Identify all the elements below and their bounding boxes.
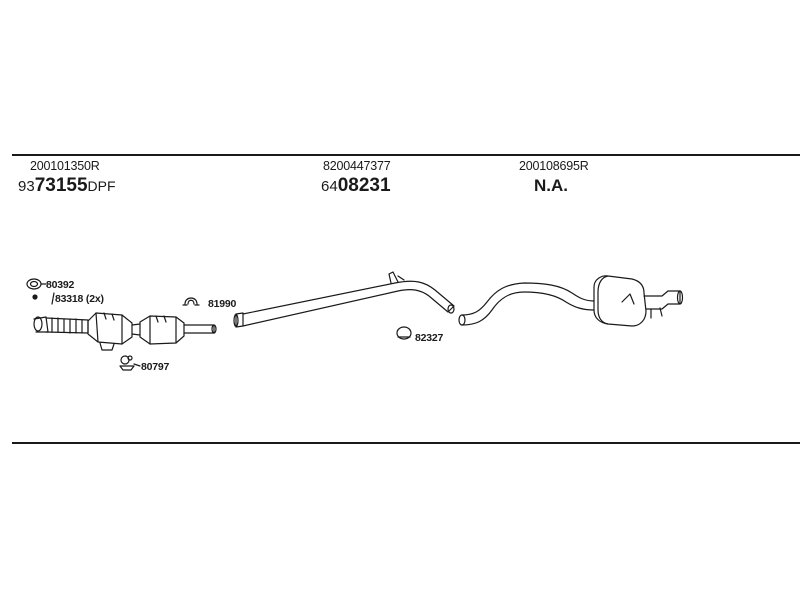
part-suffix-1: DPF xyxy=(87,178,116,194)
top-divider xyxy=(12,154,800,156)
oem-number-2: 8200447377 xyxy=(323,159,391,173)
clamp-icon-front xyxy=(182,297,200,306)
clamp-icon-mid xyxy=(396,326,412,340)
rear-pipe-silencer xyxy=(458,275,684,327)
callout-clamp-mid: 82327 xyxy=(415,332,444,344)
part-number-2: 6408231 xyxy=(321,176,391,197)
gasket-icon xyxy=(26,278,47,290)
part-prefix-1: 93 xyxy=(18,178,35,195)
oem-number-3: 200108695R xyxy=(519,159,589,173)
part-main-2: 08231 xyxy=(337,175,391,196)
callout-clamp-front: 81990 xyxy=(208,298,237,310)
front-section-dpf xyxy=(33,312,217,351)
part-main-1: 73155 xyxy=(34,175,88,196)
oem-number-1: 200101350R xyxy=(30,159,100,173)
part-prefix-2: 64 xyxy=(321,178,338,195)
callout-bolts: 83318 (2x) xyxy=(55,293,104,305)
part-number-3: N.A. xyxy=(534,176,568,195)
bolt-icon xyxy=(32,292,55,305)
middle-pipe xyxy=(233,271,455,328)
mount-kit-icon xyxy=(119,355,141,371)
bottom-divider xyxy=(12,442,800,444)
callout-gasket: 80392 xyxy=(46,279,75,291)
part-number-1: 9373155DPF xyxy=(18,176,116,197)
callout-mounting-kit: 80797 xyxy=(141,361,170,373)
